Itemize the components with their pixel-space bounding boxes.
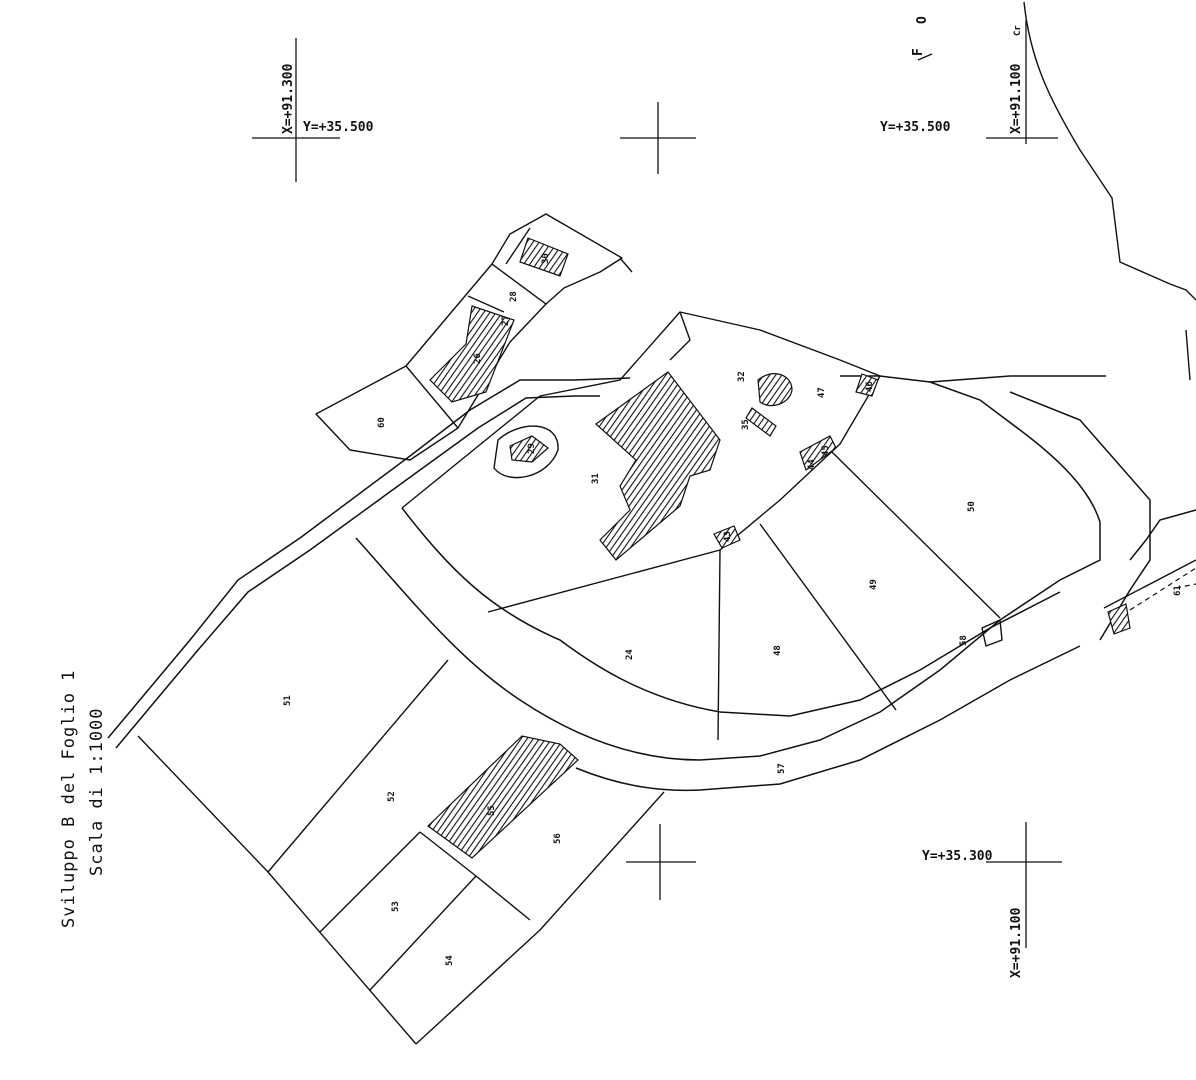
map-title: Sviluppo B del Foglio 1 Scala di 1:1000 xyxy=(59,670,107,928)
coordinate-labels: X=+91.300 Y=+35.500 Y=+35.500 X=+91.100 … xyxy=(281,63,1024,978)
parcel-48: 48 xyxy=(773,645,783,656)
coord-top-right-y: Y=+35.500 xyxy=(880,120,951,135)
parcel-27: 27 xyxy=(501,315,511,326)
main-road xyxy=(107,377,631,749)
coord-top-left-y: Y=+35.500 xyxy=(303,120,374,135)
coord-bottom-right-y: Y=+35.300 xyxy=(922,849,993,864)
parcel-28: 28 xyxy=(509,291,519,302)
grid-crosses xyxy=(252,20,1062,948)
corner-marks: F O Cr xyxy=(911,16,1023,61)
corner-fragment: Cr xyxy=(1013,25,1023,36)
parcel-61: 61 xyxy=(1173,585,1183,596)
parcel-56: 56 xyxy=(553,833,563,844)
parcel-55: 55 xyxy=(487,805,497,816)
parcel-46: 46 xyxy=(865,381,875,392)
parcel-60: 60 xyxy=(377,417,387,428)
parcel-45: 45 xyxy=(821,445,831,456)
title-line-1: Sviluppo B del Foglio 1 xyxy=(59,670,79,928)
river-boundary xyxy=(1023,1,1196,301)
parcel-boundaries xyxy=(137,213,1196,1045)
parcel-35: 35 xyxy=(741,419,751,430)
corner-tick xyxy=(917,53,933,61)
parcel-58: 58 xyxy=(959,635,969,646)
parcel-52: 52 xyxy=(387,791,397,802)
parcel-30: 30 xyxy=(541,253,551,264)
letter-o: O xyxy=(915,16,930,24)
parcel-54: 54 xyxy=(445,955,455,966)
parcel-44: 44 xyxy=(807,459,817,470)
river-edge-mark xyxy=(1185,329,1191,381)
title-line-2: Scala di 1:1000 xyxy=(87,707,107,876)
parcel-47: 47 xyxy=(817,387,827,398)
parcel-numbers: 24 26 27 28 29 30 31 32 35 43 44 45 46 4… xyxy=(283,253,1183,966)
parcel-49: 49 xyxy=(869,579,879,590)
parcel-57: 57 xyxy=(777,763,787,774)
parcel-50: 50 xyxy=(967,501,977,512)
parcel-53: 53 xyxy=(391,901,401,912)
buildings xyxy=(427,237,1131,859)
parcel-32: 32 xyxy=(737,371,747,382)
coord-top-left-x: X=+91.300 xyxy=(281,63,296,134)
curved-road xyxy=(355,375,1196,792)
parcel-26: 26 xyxy=(473,353,483,364)
parcel-43: 43 xyxy=(723,531,733,542)
parcel-51: 51 xyxy=(283,695,293,706)
coord-top-right-x: X=+91.100 xyxy=(1009,63,1024,134)
parcel-24: 24 xyxy=(625,649,635,660)
parcel-31: 31 xyxy=(591,473,601,484)
letter-f: F xyxy=(911,48,926,56)
coord-bottom-right-x: X=+91.100 xyxy=(1009,907,1024,978)
parcel-29: 29 xyxy=(527,443,537,454)
